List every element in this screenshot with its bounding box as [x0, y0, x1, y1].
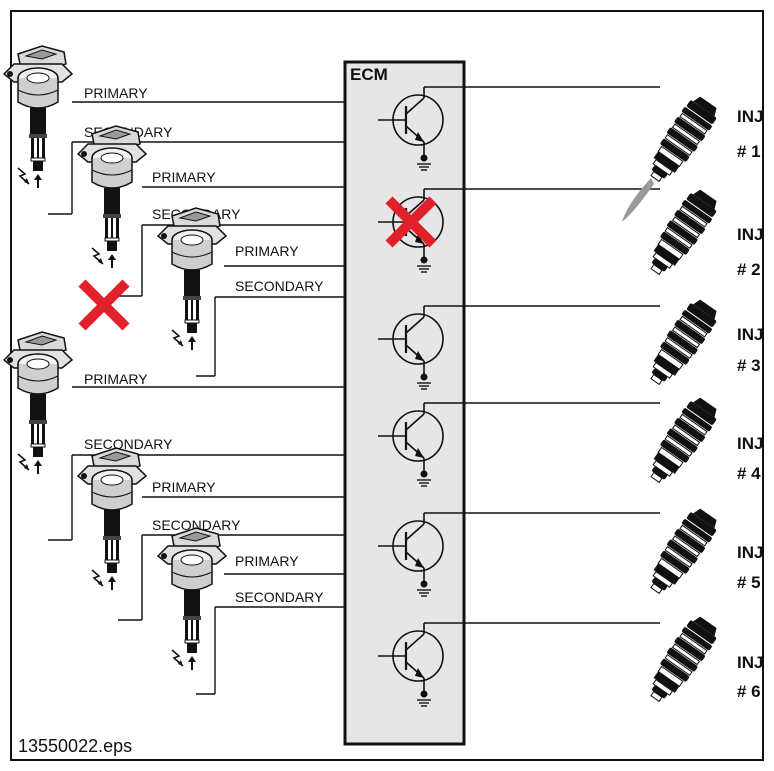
injector-4: INJ # 4	[640, 393, 763, 490]
injector-6: INJ # 6	[640, 612, 763, 709]
injector-2-label: INJ	[737, 225, 763, 244]
injector-4-number: # 4	[737, 464, 761, 483]
injector-5-label: INJ	[737, 543, 763, 562]
driver-1	[376, 85, 660, 172]
coil-4-secondary-label: SECONDARY	[84, 436, 173, 452]
driver-3	[376, 304, 660, 391]
driver-2	[376, 187, 660, 274]
outer-frame	[10, 10, 764, 761]
coil-1: PRIMARY SECONDARY	[3, 45, 345, 215]
injector-3: INJ # 3	[640, 295, 763, 392]
coil-3-secondary-label: SECONDARY	[235, 278, 324, 294]
driver-5	[376, 511, 660, 598]
injector-1: INJ # 1	[622, 92, 763, 222]
injector-5-number: # 5	[737, 573, 761, 592]
driver-4	[376, 401, 660, 488]
injector-2: INJ # 2	[640, 185, 763, 282]
file-name-caption: 13550022.eps	[18, 736, 132, 756]
coil-1-primary-label: PRIMARY	[84, 85, 148, 101]
coil-3: PRIMARY SECONDARY	[157, 207, 345, 377]
injector-5: INJ # 5	[640, 504, 763, 601]
driver-6	[376, 621, 660, 708]
coil-6: PRIMARY SECONDARY	[157, 527, 345, 695]
injector-1-number: # 1	[737, 142, 761, 161]
coil-6-primary-label: PRIMARY	[235, 553, 299, 569]
coil-5: PRIMARY SECONDARY	[77, 447, 345, 621]
injector-2-number: # 2	[737, 260, 761, 279]
injector-6-label: INJ	[737, 653, 763, 672]
coil-2-primary-label: PRIMARY	[152, 169, 216, 185]
injector-4-label: INJ	[737, 434, 763, 453]
injector-1-label: INJ	[737, 107, 763, 126]
coil-6-secondary-label: SECONDARY	[235, 589, 324, 605]
injector-3-label: INJ	[737, 325, 763, 344]
coil-5-secondary-label: SECONDARY	[152, 517, 241, 533]
injector-6-number: # 6	[737, 682, 761, 701]
coil-2-fault-x-icon	[82, 283, 126, 327]
coil-4: PRIMARY SECONDARY	[3, 331, 345, 541]
fuel-spray-icon	[622, 178, 654, 222]
coil-4-primary-label: PRIMARY	[84, 371, 148, 387]
ecm-label: ECM	[350, 65, 388, 84]
injector-3-number: # 3	[737, 356, 761, 375]
coil-5-primary-label: PRIMARY	[152, 479, 216, 495]
coil-3-primary-label: PRIMARY	[235, 243, 299, 259]
